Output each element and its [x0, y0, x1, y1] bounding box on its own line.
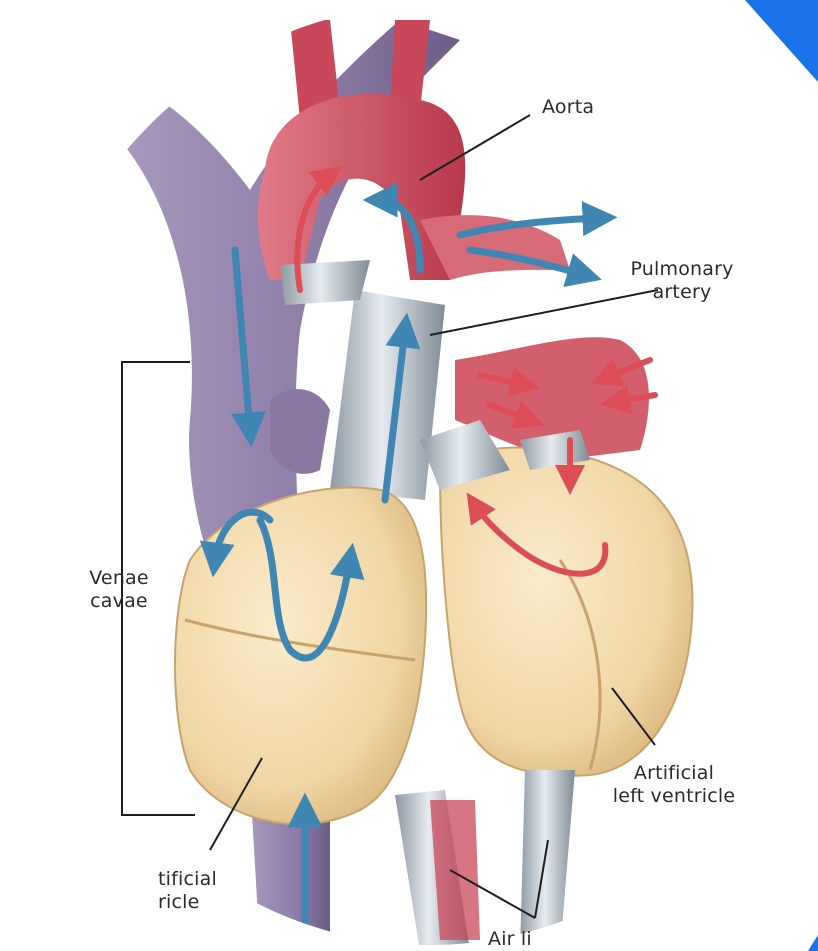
artificial-left-ventricle-shape: [440, 448, 692, 776]
label-artificial-left-ventricle: Artificial left ventricle: [600, 762, 748, 808]
label-aorta: Aorta: [542, 96, 594, 119]
label-pulmonary-artery: Pulmonary artery: [622, 258, 742, 304]
air-line-tubes: [395, 770, 575, 951]
corner-accent: [745, 0, 818, 82]
label-air-lines: Air li: [488, 928, 532, 951]
corner-accent-bottom: [808, 935, 818, 951]
label-artificial-right-ventricle: tificial ricle: [158, 868, 217, 914]
label-venae-cavae: Venae cavae: [74, 567, 164, 613]
